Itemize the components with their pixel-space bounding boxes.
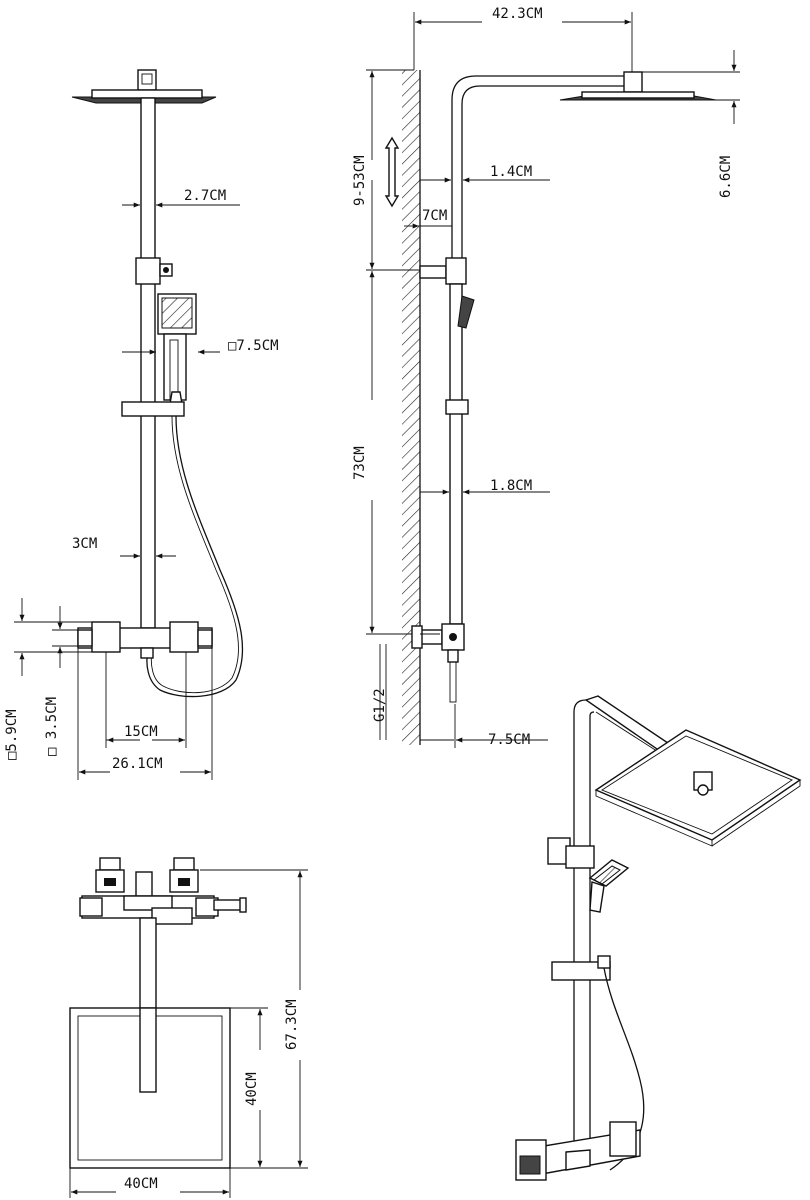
- front-hose: [146, 415, 244, 698]
- top-valve: [79, 857, 247, 925]
- side-view: 42.3CM 6.6CM 9-53CM 1.4CM 7CM 73CM: [352, 6, 740, 748]
- dim-bar-label: 3CM: [72, 536, 97, 552]
- dim-bracket-label: 7CM: [422, 208, 447, 224]
- dim-upper-pipe-label: 1.4CM: [490, 164, 532, 180]
- persp-valve: [515, 1121, 641, 1181]
- side-hand-shower: [457, 295, 475, 329]
- adjust-arrow-icon: [384, 136, 400, 208]
- front-view: 2.7CM □7.5CM 3CM □5.9CM □ 3.5CM 15CM 26.…: [4, 69, 279, 780]
- side-valve: [411, 623, 465, 703]
- front-riser-pipe: [140, 97, 156, 629]
- dim-valve-width-label: 26.1CM: [112, 756, 163, 772]
- front-slider-bracket: [121, 401, 185, 417]
- front-diverter: [135, 257, 173, 285]
- dim-total-depth-label: 67.3CM: [284, 999, 300, 1050]
- dim-arm-label: 42.3CM: [492, 6, 543, 22]
- dim-head-height-label: 6.6CM: [718, 156, 734, 198]
- dim-handshower-label: □7.5CM: [228, 338, 279, 354]
- dim-valve-height-label: □5.9CM: [4, 709, 20, 760]
- front-hand-shower: [157, 293, 197, 405]
- side-wall-bracket: [419, 265, 447, 279]
- side-upper-pipe: [451, 75, 632, 262]
- side-head-connector: [623, 71, 643, 93]
- perspective-view: [515, 695, 802, 1181]
- dim-pipe-label: 2.7CM: [184, 188, 226, 204]
- dim-head-width-label: 40CM: [124, 1176, 158, 1192]
- persp-hand-shower: [588, 859, 630, 913]
- side-slider: [445, 399, 469, 415]
- side-lower-pipe: [449, 283, 463, 625]
- dim-adjust-label: 9-53CM: [352, 155, 368, 206]
- dim-head-depth-label: 40CM: [244, 1072, 260, 1106]
- dim-offset-label: 7.5CM: [488, 732, 530, 748]
- dim-height-label: 73CM: [352, 446, 368, 480]
- dim-lower-pipe-label: 1.8CM: [490, 478, 532, 494]
- dim-centers-label: 15CM: [124, 724, 158, 740]
- dim-valve-inner-label: □ 3.5CM: [44, 697, 60, 756]
- persp-slider: [551, 961, 611, 981]
- top-view: 67.3CM 40CM 40CM: [69, 857, 308, 1198]
- front-mixer-valve: [77, 621, 213, 659]
- dim-thread-label: G1/2: [372, 688, 388, 722]
- side-wall: [402, 70, 420, 745]
